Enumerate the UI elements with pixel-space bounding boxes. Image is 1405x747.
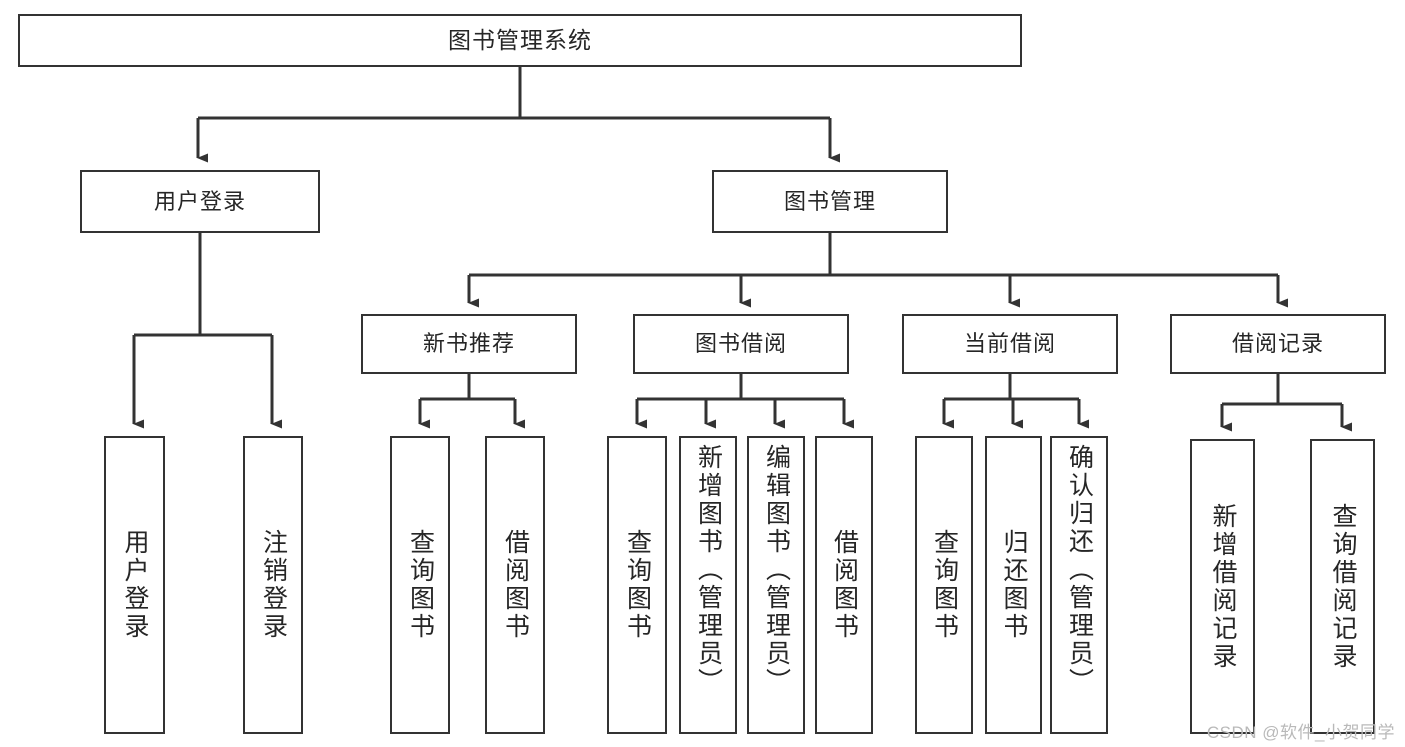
node-new-book-recommend-label: 新书推荐 xyxy=(422,331,515,357)
node-leaf-query-book-1[interactable]: 查询图书 xyxy=(390,436,450,734)
node-leaf-edit-book[interactable]: 编辑图书（管理员） xyxy=(747,436,805,734)
node-leaf-query-book-2-label: 查询图书 xyxy=(623,529,652,641)
node-leaf-return-book[interactable]: 归还图书 xyxy=(985,436,1042,734)
node-leaf-add-record[interactable]: 新增借阅记录 xyxy=(1190,439,1255,734)
node-leaf-add-book-label: 新增图书（管理员） xyxy=(694,444,723,696)
node-leaf-confirm-return[interactable]: 确认归还（管理员） xyxy=(1050,436,1108,734)
node-leaf-logout-login[interactable]: 注销登录 xyxy=(243,436,303,734)
node-leaf-borrow-book-2[interactable]: 借阅图书 xyxy=(815,436,873,734)
node-leaf-query-record[interactable]: 查询借阅记录 xyxy=(1310,439,1375,734)
node-leaf-add-book[interactable]: 新增图书（管理员） xyxy=(679,436,737,734)
node-new-book-recommend[interactable]: 新书推荐 xyxy=(361,314,577,374)
node-leaf-query-book-3-label: 查询图书 xyxy=(930,529,959,641)
node-book-management-label: 图书管理 xyxy=(783,188,876,214)
node-leaf-query-book-2[interactable]: 查询图书 xyxy=(607,436,667,734)
csdn-watermark: CSDN @软件_小贺同学 xyxy=(1206,723,1395,742)
node-root-label: 图书管理系统 xyxy=(448,26,592,53)
node-leaf-user-login[interactable]: 用户登录 xyxy=(104,436,165,734)
node-leaf-logout-login-label: 注销登录 xyxy=(259,529,288,641)
node-book-borrow[interactable]: 图书借阅 xyxy=(633,314,849,374)
node-current-borrow-label: 当前借阅 xyxy=(963,331,1056,357)
node-borrow-record[interactable]: 借阅记录 xyxy=(1170,314,1386,374)
node-current-borrow[interactable]: 当前借阅 xyxy=(902,314,1118,374)
node-leaf-borrow-book-1-label: 借阅图书 xyxy=(501,529,530,641)
node-leaf-query-record-label: 查询借阅记录 xyxy=(1329,502,1357,671)
node-leaf-borrow-book-2-label: 借阅图书 xyxy=(830,529,859,641)
node-leaf-return-book-label: 归还图书 xyxy=(1000,529,1028,641)
node-leaf-query-book-3[interactable]: 查询图书 xyxy=(915,436,973,734)
node-book-management[interactable]: 图书管理 xyxy=(712,170,948,233)
node-leaf-edit-book-label: 编辑图书（管理员） xyxy=(762,444,791,696)
node-leaf-borrow-book-1[interactable]: 借阅图书 xyxy=(485,436,545,734)
node-user-login[interactable]: 用户登录 xyxy=(80,170,320,233)
node-book-borrow-label: 图书借阅 xyxy=(694,331,787,357)
node-leaf-add-record-label: 新增借阅记录 xyxy=(1209,502,1237,671)
node-leaf-confirm-return-label: 确认归还（管理员） xyxy=(1065,444,1094,696)
node-leaf-user-login-label: 用户登录 xyxy=(121,529,149,641)
node-root[interactable]: 图书管理系统 xyxy=(18,14,1022,67)
node-leaf-query-book-1-label: 查询图书 xyxy=(406,529,435,641)
node-borrow-record-label: 借阅记录 xyxy=(1231,331,1324,357)
node-user-login-label: 用户登录 xyxy=(153,188,246,214)
